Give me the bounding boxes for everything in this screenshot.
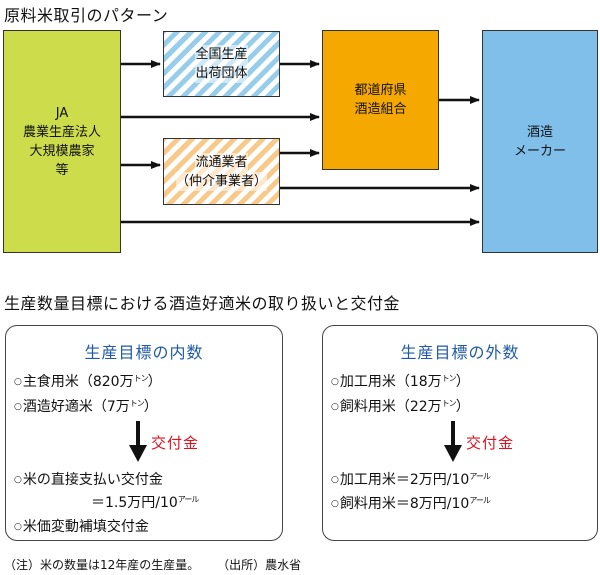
node-label: 出荷団体 — [195, 64, 248, 83]
node-label: 大規模農家 — [29, 143, 95, 159]
footnote: （注）米の数量は12年産の生産量。 （出所）農水省 — [4, 556, 301, 573]
node-label: メーカー — [513, 143, 566, 159]
node-label: 流通業者 — [195, 152, 248, 172]
node-label: 農業生産法人 — [22, 124, 101, 140]
node-prefectural-brewers-association: 都道府県 酒造組合 — [322, 30, 439, 170]
node-sake-maker: 酒造 メーカー — [482, 30, 598, 253]
panel-heading: 生産目標の外数 — [400, 343, 520, 362]
panel-heading: 生産目標の内数 — [84, 343, 204, 362]
node-label: 酒造 — [526, 124, 553, 140]
list-item: ○飼料用米（22万トン） — [331, 399, 470, 415]
bullet-icon: ○ — [331, 499, 339, 509]
bullet-icon: ○ — [14, 377, 22, 387]
node-label: 酒造組合 — [354, 102, 407, 117]
list-item: ○主食用米（820万トン） — [14, 374, 162, 390]
list-item-continuation: ＝1.5万円/10アール — [91, 495, 199, 511]
node-national-shipping-org: 全国生産 出荷団体 — [163, 31, 280, 97]
node-ja-producers: JA 農業生産法人 大規模農家 等 — [3, 30, 121, 253]
bullet-icon: ○ — [331, 402, 339, 412]
node-label: 都道府県 — [354, 83, 407, 98]
node-label: 等 — [55, 162, 69, 178]
down-arrow-icon — [129, 421, 147, 462]
flow-arrows — [121, 60, 480, 226]
bullet-icon: ○ — [14, 402, 22, 412]
list-item: ○米の直接支払い交付金 — [14, 472, 163, 488]
list-item: ○飼料用米＝8万円/10アール — [331, 496, 491, 512]
panel-outside-target: 生産目標の外数 ○加工用米（18万トン） ○飼料用米（22万トン） 交付金 ○加… — [322, 325, 598, 541]
bullet-icon: ○ — [14, 522, 22, 532]
subsidy-label: 交付金 — [151, 434, 200, 452]
list-item: ○酒造好適米（7万トン） — [14, 399, 158, 415]
panel-within-target: 生産目標の内数 ○主食用米（820万トン） ○酒造好適米（7万トン） 交付金 ○… — [5, 325, 283, 541]
node-distributor: 流通業者 （仲介事業者） — [163, 138, 280, 205]
bullet-icon: ○ — [14, 475, 22, 485]
footnote-source: （出所）農水省 — [217, 558, 302, 572]
diagram-title: 原料米取引のパターン — [4, 6, 169, 25]
node-label: JA — [55, 105, 69, 121]
node-label: （仲介事業者） — [175, 171, 267, 191]
footnote-note: （注）米の数量は12年産の生産量。 — [4, 558, 200, 572]
list-item: ○加工用米＝2万円/10アール — [331, 472, 491, 488]
section-title-subsidy: 生産数量目標における酒造好適米の取り扱いと交付金 — [4, 294, 401, 313]
list-item: ○米価変動補填交付金 — [14, 519, 149, 535]
node-label: 全国生産 — [195, 45, 248, 64]
bullet-icon: ○ — [331, 377, 339, 387]
bullet-icon: ○ — [331, 475, 339, 485]
list-item: ○加工用米（18万トン） — [331, 374, 470, 390]
subsidy-label: 交付金 — [466, 434, 515, 452]
down-arrow-icon — [444, 421, 462, 462]
